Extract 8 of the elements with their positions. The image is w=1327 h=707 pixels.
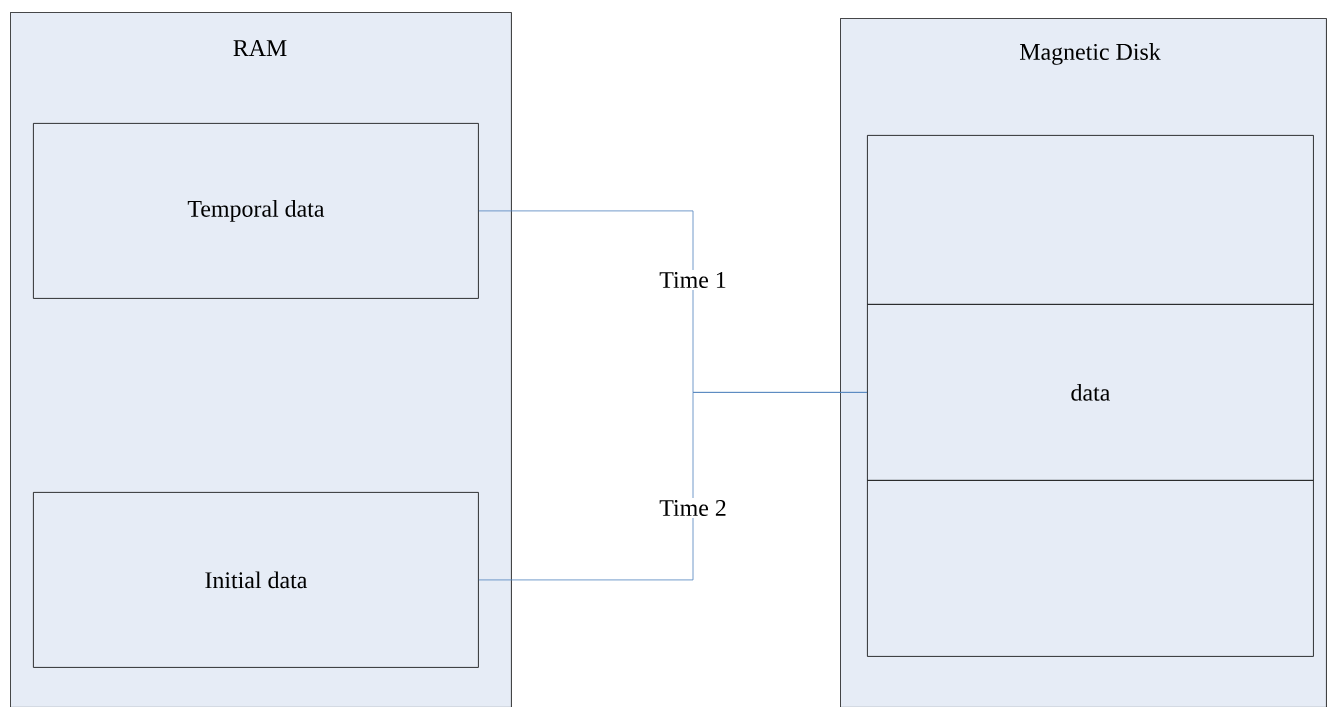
- storage-box: data: [867, 304, 1314, 481]
- connector-line: [478, 392, 868, 581]
- storage-box: Initial data: [33, 492, 479, 668]
- edge-label: Time 1: [657, 270, 729, 291]
- storage-box: Temporal data: [33, 123, 479, 299]
- storage-box: [867, 480, 1314, 657]
- storage-box: [867, 135, 1314, 305]
- edge-label: Time 2: [657, 498, 729, 519]
